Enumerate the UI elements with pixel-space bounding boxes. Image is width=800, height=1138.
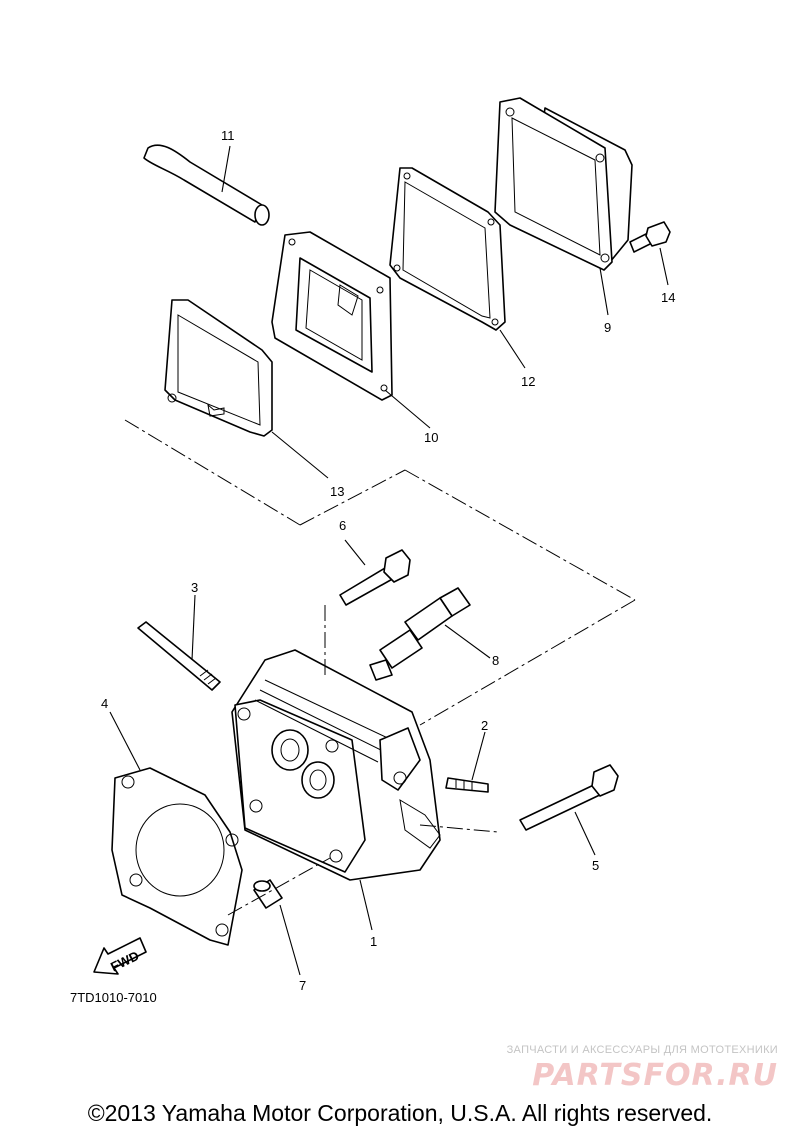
callout-5: 5	[592, 858, 599, 873]
part-8-spark-plug[interactable]	[369, 587, 471, 681]
part-5-bolt[interactable]	[519, 764, 619, 831]
part-12-gasket[interactable]	[389, 167, 506, 331]
part-6-bolt[interactable]	[339, 549, 411, 606]
part-3-stud-bolt[interactable]	[137, 621, 221, 691]
part-9-head-cover[interactable]	[494, 97, 633, 271]
assembly-reference-lines	[124, 419, 636, 916]
fwd-arrow-icon: FWD	[93, 937, 147, 975]
leader-lines	[109, 145, 669, 976]
callout-3: 3	[191, 580, 198, 595]
part-13-gasket[interactable]	[164, 299, 273, 437]
part-1-cylinder-head[interactable]	[231, 649, 441, 881]
callout-14: 14	[661, 290, 675, 305]
diagram-code: 7TD1010-7010	[70, 990, 157, 1005]
part-11-breather-hose[interactable]	[143, 144, 270, 226]
part-7-dowel-pin[interactable]	[253, 879, 283, 909]
callout-4: 4	[101, 696, 108, 711]
part-4-head-gasket[interactable]	[111, 767, 243, 946]
part-10-breather-plate[interactable]	[271, 231, 393, 401]
part-14-bolt[interactable]	[629, 221, 671, 253]
callout-2: 2	[481, 718, 488, 733]
callout-7: 7	[299, 978, 306, 993]
callout-13: 13	[330, 484, 344, 499]
callout-9: 9	[604, 320, 611, 335]
callout-8: 8	[492, 653, 499, 668]
watermark-tagline: ЗАПЧАСТИ И АКСЕССУАРЫ ДЛЯ МОТОТЕХНИКИ	[506, 1044, 778, 1056]
callout-6: 6	[339, 518, 346, 533]
callout-12: 12	[521, 374, 535, 389]
callout-10: 10	[424, 430, 438, 445]
callout-numbers: 11 9 14 12 10 13 6 8 3 4 2 5 1 7	[101, 128, 675, 993]
copyright-notice: ©2013 Yamaha Motor Corporation, U.S.A. A…	[87, 1100, 713, 1126]
callout-11: 11	[221, 128, 235, 143]
part-2-stud-bolt[interactable]	[445, 777, 489, 793]
watermark-logo: PARTSFOR.RU	[532, 1058, 778, 1093]
callout-1: 1	[370, 934, 377, 949]
